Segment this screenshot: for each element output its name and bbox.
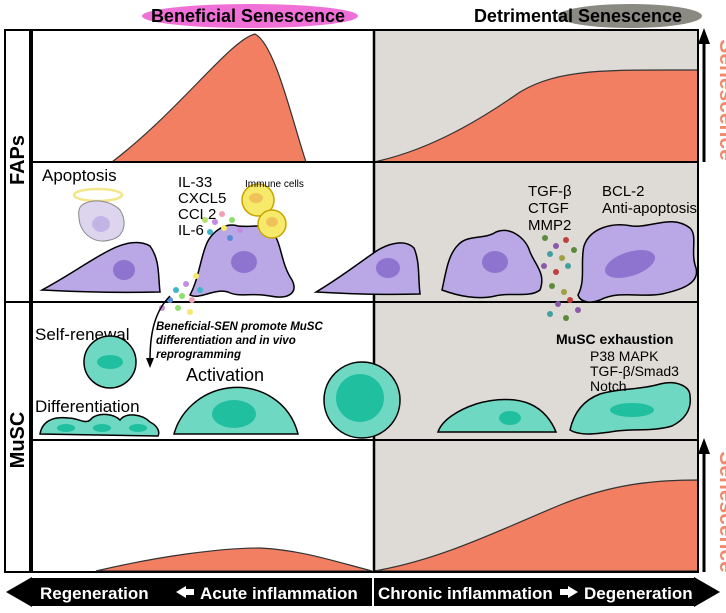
- acute-arrow: [176, 586, 194, 598]
- activation-label: Activation: [186, 365, 264, 385]
- apoptotic-nucleus: [92, 216, 110, 232]
- detrimental-title: Detrimental Senescence: [474, 6, 682, 26]
- anti-apoptosis-label: Anti-apoptosis: [602, 200, 697, 217]
- apoptosis-halo: [72, 187, 124, 203]
- musc-row-label: MuSC: [7, 412, 29, 469]
- fap-cell-3: [313, 242, 421, 296]
- myotube-nucleus-2: [93, 424, 111, 432]
- detrimental-secretion-dots: [541, 235, 581, 321]
- factor-mmp2: MMP2: [528, 217, 571, 234]
- activated-musc-nucleus: [212, 400, 256, 428]
- bottom-bar-right-arrow: [694, 577, 720, 607]
- cytokine-ccl2: CCL2: [178, 206, 216, 223]
- faps-row-label: FAPs: [7, 135, 29, 185]
- pathway-notch: Notch: [590, 378, 627, 394]
- senescence-axis-top-arrowhead: [698, 28, 710, 44]
- factor-tgfb: TGF-β: [528, 183, 572, 200]
- cytokine-il33: IL-33: [178, 174, 212, 191]
- regeneration-label: Regeneration: [40, 584, 149, 603]
- senescence-label-bottom: Senescence: [715, 451, 726, 572]
- chronic-inflammation-label: Chronic inflammation: [378, 584, 553, 603]
- detrimental-senescence-curve-bottom: [373, 479, 699, 572]
- cytokine-il6: IL-6: [178, 222, 204, 239]
- bcl2-label: BCL-2: [602, 183, 645, 200]
- detrimental-title-pill: [558, 4, 702, 28]
- fap-cell-1: [39, 241, 161, 294]
- senescence-axis-bottom-arrowhead: [698, 438, 710, 454]
- senescence-label-top: Senescence: [715, 39, 726, 160]
- acute-inflammation-label: Acute inflammation: [200, 584, 358, 603]
- immune-cell-1-nucleus: [249, 193, 263, 203]
- beneficial-note-line-3: reprogramming: [156, 349, 241, 361]
- cytokine-cxcl5: CXCL5: [178, 190, 226, 207]
- beneficial-senescence-curve: [110, 33, 307, 163]
- beneficial-title: Beneficial Senescence: [151, 6, 345, 26]
- beneficial-note-arrow: [149, 295, 171, 361]
- fap-cell-3-nucleus: [376, 258, 400, 278]
- beneficial-senescence-curve-bottom: [95, 547, 373, 572]
- myotube-nucleus-1: [57, 424, 75, 432]
- bottom-bar-left-arrow: [6, 577, 32, 607]
- exhausted-musc-cell-1: [436, 398, 558, 433]
- chronic-arrow: [560, 586, 578, 598]
- degeneration-label: Degeneration: [584, 584, 693, 603]
- detrimental-senescence-curve-top: [373, 69, 699, 163]
- beneficial-note-line-1: Beneficial-SEN promote MuSC: [156, 321, 323, 333]
- bottom-bar: [30, 578, 696, 606]
- beneficial-note-line-2: differentiation and in vivo: [156, 335, 296, 347]
- fap-cell-1-nucleus: [113, 260, 135, 280]
- apoptosis-label: Apoptosis: [42, 166, 117, 185]
- beneficial-title-pill: [142, 4, 358, 28]
- immune-cells-label: Immune cells: [245, 179, 304, 190]
- differentiation-label: Differentiation: [35, 397, 140, 416]
- immune-cell-2-nucleus: [266, 217, 278, 227]
- pathway-tgfb-smad3: TGF-β/Smad3: [590, 363, 679, 379]
- exhausted-musc-nucleus-1: [499, 411, 521, 425]
- musc-row-label-box: [4, 301, 31, 573]
- myotube-nucleus-3: [129, 424, 147, 432]
- large-musc-nucleus: [336, 374, 384, 422]
- exhausted-musc-nucleus-2: [610, 403, 654, 417]
- fap-detrimental-nucleus-2: [604, 250, 656, 278]
- fap-senescent-nucleus: [231, 251, 257, 273]
- self-renewal-nucleus: [97, 355, 123, 369]
- pathway-p38: P38 MAPK: [590, 348, 659, 364]
- musc-exhaustion-label: MuSC exhaustion: [556, 331, 673, 347]
- factor-ctgf: CTGF: [528, 200, 569, 217]
- faps-row-label-box: [4, 29, 31, 303]
- fap-detrimental-nucleus-1: [482, 251, 508, 273]
- beneficial-note-arrowhead: [146, 358, 154, 368]
